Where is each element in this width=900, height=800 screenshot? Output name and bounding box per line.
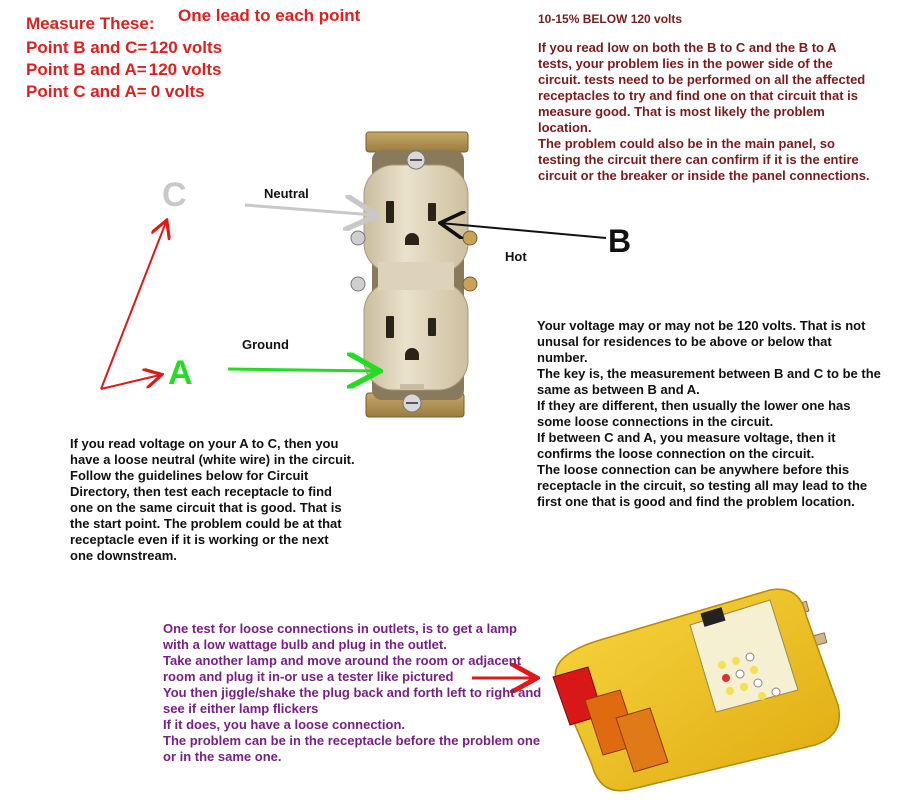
measure-row-value: 120 volts <box>148 60 222 79</box>
point-b-label: B <box>608 223 631 259</box>
hot-arrow <box>440 223 607 238</box>
red-arrow-to-c <box>100 222 166 390</box>
measure-title: Measure These: <box>26 13 155 35</box>
ground-label: Ground <box>242 337 289 352</box>
ground-arrow <box>227 369 377 371</box>
receptacle-tester-image <box>552 588 840 792</box>
measure-row-2: Point B and A=120 volts <box>26 59 222 81</box>
below-voltage-heading: 10-15% BELOW 120 volts <box>538 12 683 26</box>
measure-row-3: Point C and A=0 volts <box>26 81 205 103</box>
measure-row-label: Point C and A= <box>26 82 147 101</box>
measure-row-value: 120 volts <box>149 38 223 57</box>
low-voltage-paragraph: If you read low on both the B to C and t… <box>538 40 870 183</box>
point-a-label: A <box>168 354 193 392</box>
measure-row-label: Point B and C= <box>26 38 148 57</box>
measure-title-text: Measure These: <box>26 14 155 33</box>
measure-row-1: Point B and C=120 volts <box>26 37 222 59</box>
red-arrow-to-a <box>100 375 160 390</box>
neutral-label: Neutral <box>264 186 309 201</box>
neutral-arrow <box>244 205 374 215</box>
hot-label: Hot <box>505 249 527 264</box>
duplex-receptacle <box>350 131 478 418</box>
voltage-key-paragraph: Your voltage may or may not be 120 volts… <box>537 318 881 509</box>
measure-row-label: Point B and A= <box>26 60 147 79</box>
point-c-label: C <box>162 176 187 214</box>
measure-row-value: 0 volts <box>150 82 205 101</box>
loose-neutral-paragraph: If you read voltage on your A to C, then… <box>70 436 355 563</box>
lamp-test-paragraph: One test for loose connections in outlet… <box>163 621 542 764</box>
lead-note: One lead to each point <box>178 6 361 25</box>
